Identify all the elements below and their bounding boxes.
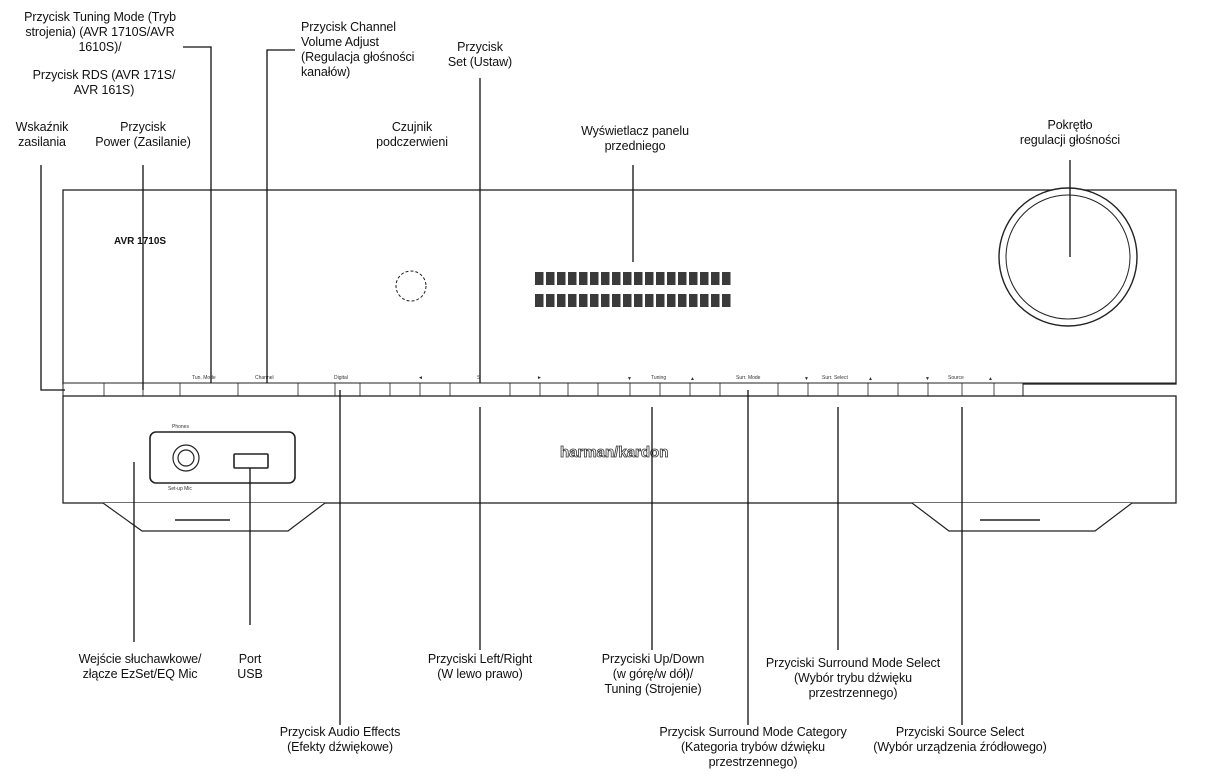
button-strip [62,382,1024,397]
callout-surround-category: Przycisk Surround Mode Category (Kategor… [659,725,847,769]
display-char-cell [656,272,665,285]
display-char-cell [546,272,555,285]
panel-label-tun-mode: Tun. Mode [192,375,216,381]
display-char-cell [568,272,577,285]
panel-label-left-arrow: ◄ [418,375,423,381]
display-char-cell [590,294,599,307]
panel-label-digital: Digital [334,375,348,381]
callout-set: Przycisk Set (Ustaw) [447,40,513,69]
display-char-cell [535,272,544,285]
display-char-cell [700,294,709,307]
callout-ir-sensor: Czujnik podczerwieni [376,120,448,149]
callout-surround-select: Przyciski Surround Mode Select (Wybór tr… [765,656,941,700]
display-char-cell [700,272,709,285]
callout-rds: Przycisk RDS (AVR 171S/ AVR 161S) [32,68,176,97]
button-dividers [103,383,995,396]
display-char-cell [601,272,610,285]
display-char-cell [711,294,720,307]
display-char-cell [557,272,566,285]
leader-power-indicator [40,165,65,391]
panel-label-set: S [477,375,481,381]
panel-label-tuning-up: ▲ [690,376,695,382]
model-badge: AVR 1710S [114,236,166,247]
display-char-cell [689,294,698,307]
leader-lines [40,46,1071,725]
usb-port [233,453,269,469]
callout-display: Wyświetlacz panelu przedniego [581,124,689,153]
display-char-cell [645,272,654,285]
panel-label-tuning-down: ▼ [627,376,632,382]
leader-channel-volume [266,49,295,383]
front-panel-display [535,272,731,307]
panel-label-phones: Phones [172,424,189,430]
display-char-cell [645,294,654,307]
headphone-jack [172,444,200,472]
display-char-cell [623,272,632,285]
panel-label-channel: Channel [255,375,274,381]
panel-label-source-down: ▼ [925,376,930,382]
display-char-cell [579,272,588,285]
display-char-cell [689,272,698,285]
display-char-cell [623,294,632,307]
ir-sensor [395,270,427,302]
display-char-cell [612,272,621,285]
callout-audio-effects: Przycisk Audio Effects (Efekty dźwiękowe… [279,725,401,754]
upper-panel [62,189,1177,385]
panel-label-surr-down: ▼ [804,376,809,382]
display-char-cell [535,294,544,307]
panel-label-tuning: Tuning [651,375,666,381]
panel-label-surr-select: Surr. Select [822,375,848,381]
panel-label-setup-mic: Set-up Mic [168,486,192,492]
display-char-cell [568,294,577,307]
callout-channel-volume: Przycisk Channel Volume Adjust (Regulacj… [301,20,415,79]
display-char-cell [722,294,731,307]
display-char-cell [557,294,566,307]
panel-label-source-up: ▲ [988,376,993,382]
display-char-cell [634,294,643,307]
display-char-cell [579,294,588,307]
phones-usb-panel [149,431,296,484]
foot-left [102,502,326,532]
display-char-cell [678,294,687,307]
display-char-cell [678,272,687,285]
callout-tuning-mode: Przycisk Tuning Mode (Tryb strojenia) (A… [24,10,176,54]
panel-label-right-arrow: ► [537,375,542,381]
display-char-cell [722,272,731,285]
panel-label-source: Source [948,375,964,381]
callout-left-right: Przyciski Left/Right (W lewo prawo) [427,652,533,681]
volume-knob [998,187,1138,327]
brand-logo: harman/kardon [560,444,668,461]
callout-volume-knob: Pokrętło regulacji głośności [1019,118,1121,147]
callout-source-select: Przyciski Source Select (Wybór urządzeni… [873,725,1047,754]
display-char-cell [667,294,676,307]
display-char-cell [667,272,676,285]
display-char-cell [634,272,643,285]
display-char-cell [546,294,555,307]
panel-label-surr-up: ▲ [868,376,873,382]
display-char-cell [711,272,720,285]
callout-power-button: Przycisk Power (Zasilanie) [95,120,191,149]
foot-right [911,502,1133,532]
display-char-cell [590,272,599,285]
callout-headphone: Wejście słuchawkowe/ złącze EzSet/EQ Mic [78,652,202,681]
display-char-cell [656,294,665,307]
callout-power-indicator: Wskaźnik zasilania [15,120,69,149]
display-char-cell [612,294,621,307]
display-char-cell [601,294,610,307]
callout-up-down: Przyciski Up/Down (w górę/w dół)/ Tuning… [601,652,705,696]
leader-tuning-mode [183,46,212,383]
callout-usb: Port USB [237,652,263,681]
panel-label-surr-mode: Surr. Mode [736,375,761,381]
